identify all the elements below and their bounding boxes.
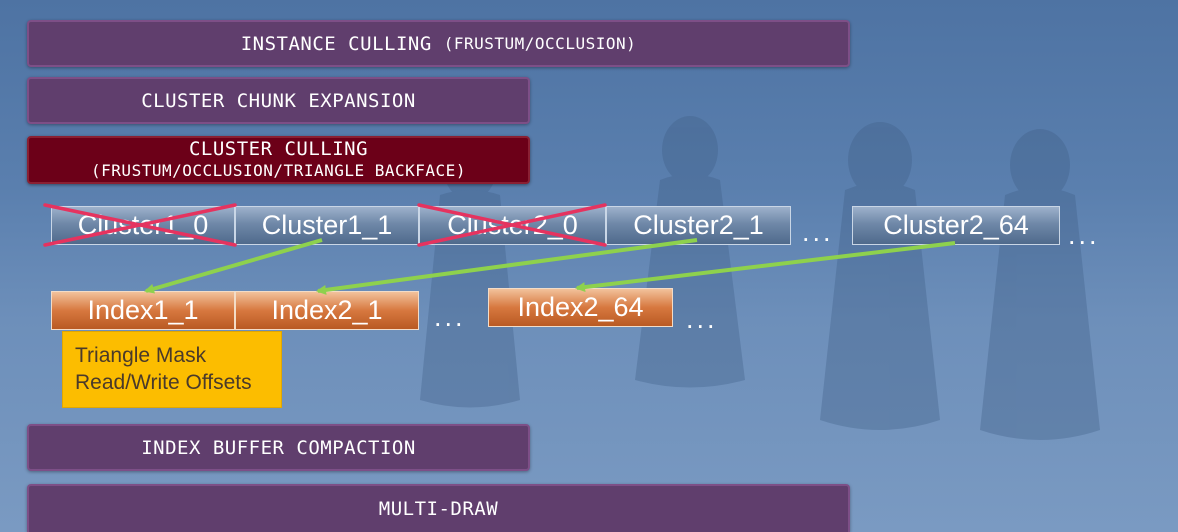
- stage-subtitle: (FRUSTUM/OCCLUSION): [443, 34, 637, 53]
- cluster-label: Cluster1_1: [261, 210, 393, 240]
- note-line: Triangle Mask: [75, 344, 207, 367]
- index-label: Index2_64: [517, 292, 644, 322]
- ellipsis: ...: [434, 302, 466, 332]
- arrow-cluster2_64-to-index2_64: [575, 241, 956, 293]
- note-line: Read/Write Offsets: [75, 371, 252, 394]
- triangle-mask-note: Triangle Mask Read/Write Offsets: [62, 331, 282, 408]
- index-cell: Index2_1: [235, 291, 419, 330]
- index-label: Index2_1: [271, 295, 383, 325]
- stage-title: CLUSTER CULLING: [188, 138, 369, 160]
- stage-index-buffer-compaction: INDEX BUFFER COMPACTION: [27, 424, 530, 471]
- arrow-cluster2_1-to-index2_1: [316, 238, 698, 295]
- cluster-cell: Cluster2_64: [852, 206, 1060, 245]
- stage-title: MULTI-DRAW: [378, 498, 499, 520]
- cluster-cell: Cluster2_1: [606, 206, 791, 245]
- stage-multi-draw: MULTI-DRAW: [27, 484, 850, 532]
- ellipsis: ...: [802, 217, 834, 247]
- stage-cluster-culling: CLUSTER CULLING (FRUSTUM/OCCLUSION/TRIAN…: [27, 136, 530, 184]
- stage-cluster-chunk-expansion: CLUSTER CHUNK EXPANSION: [27, 77, 530, 124]
- ellipsis: ...: [686, 304, 718, 334]
- stage-subtitle: (FRUSTUM/OCCLUSION/TRIANGLE BACKFACE): [91, 161, 466, 180]
- stage-title: INDEX BUFFER COMPACTION: [141, 436, 416, 459]
- stage-title: CLUSTER CHUNK EXPANSION: [141, 89, 416, 112]
- cluster-label: Cluster2_1: [633, 210, 764, 240]
- cluster-cell: Cluster1_1: [235, 206, 419, 245]
- cluster-label: Cluster2_64: [883, 210, 1029, 240]
- stage-instance-culling: INSTANCE CULLING (FRUSTUM/OCCLUSION): [27, 20, 850, 67]
- cull-cross: [417, 203, 607, 247]
- cull-cross: [43, 203, 237, 247]
- arrow-cluster1_1-to-index1_1: [144, 238, 323, 294]
- stage-title: INSTANCE CULLING: [240, 32, 432, 55]
- index-label: Index1_1: [87, 295, 199, 325]
- ellipsis: ...: [1068, 220, 1100, 250]
- index-cell: Index1_1: [51, 291, 235, 330]
